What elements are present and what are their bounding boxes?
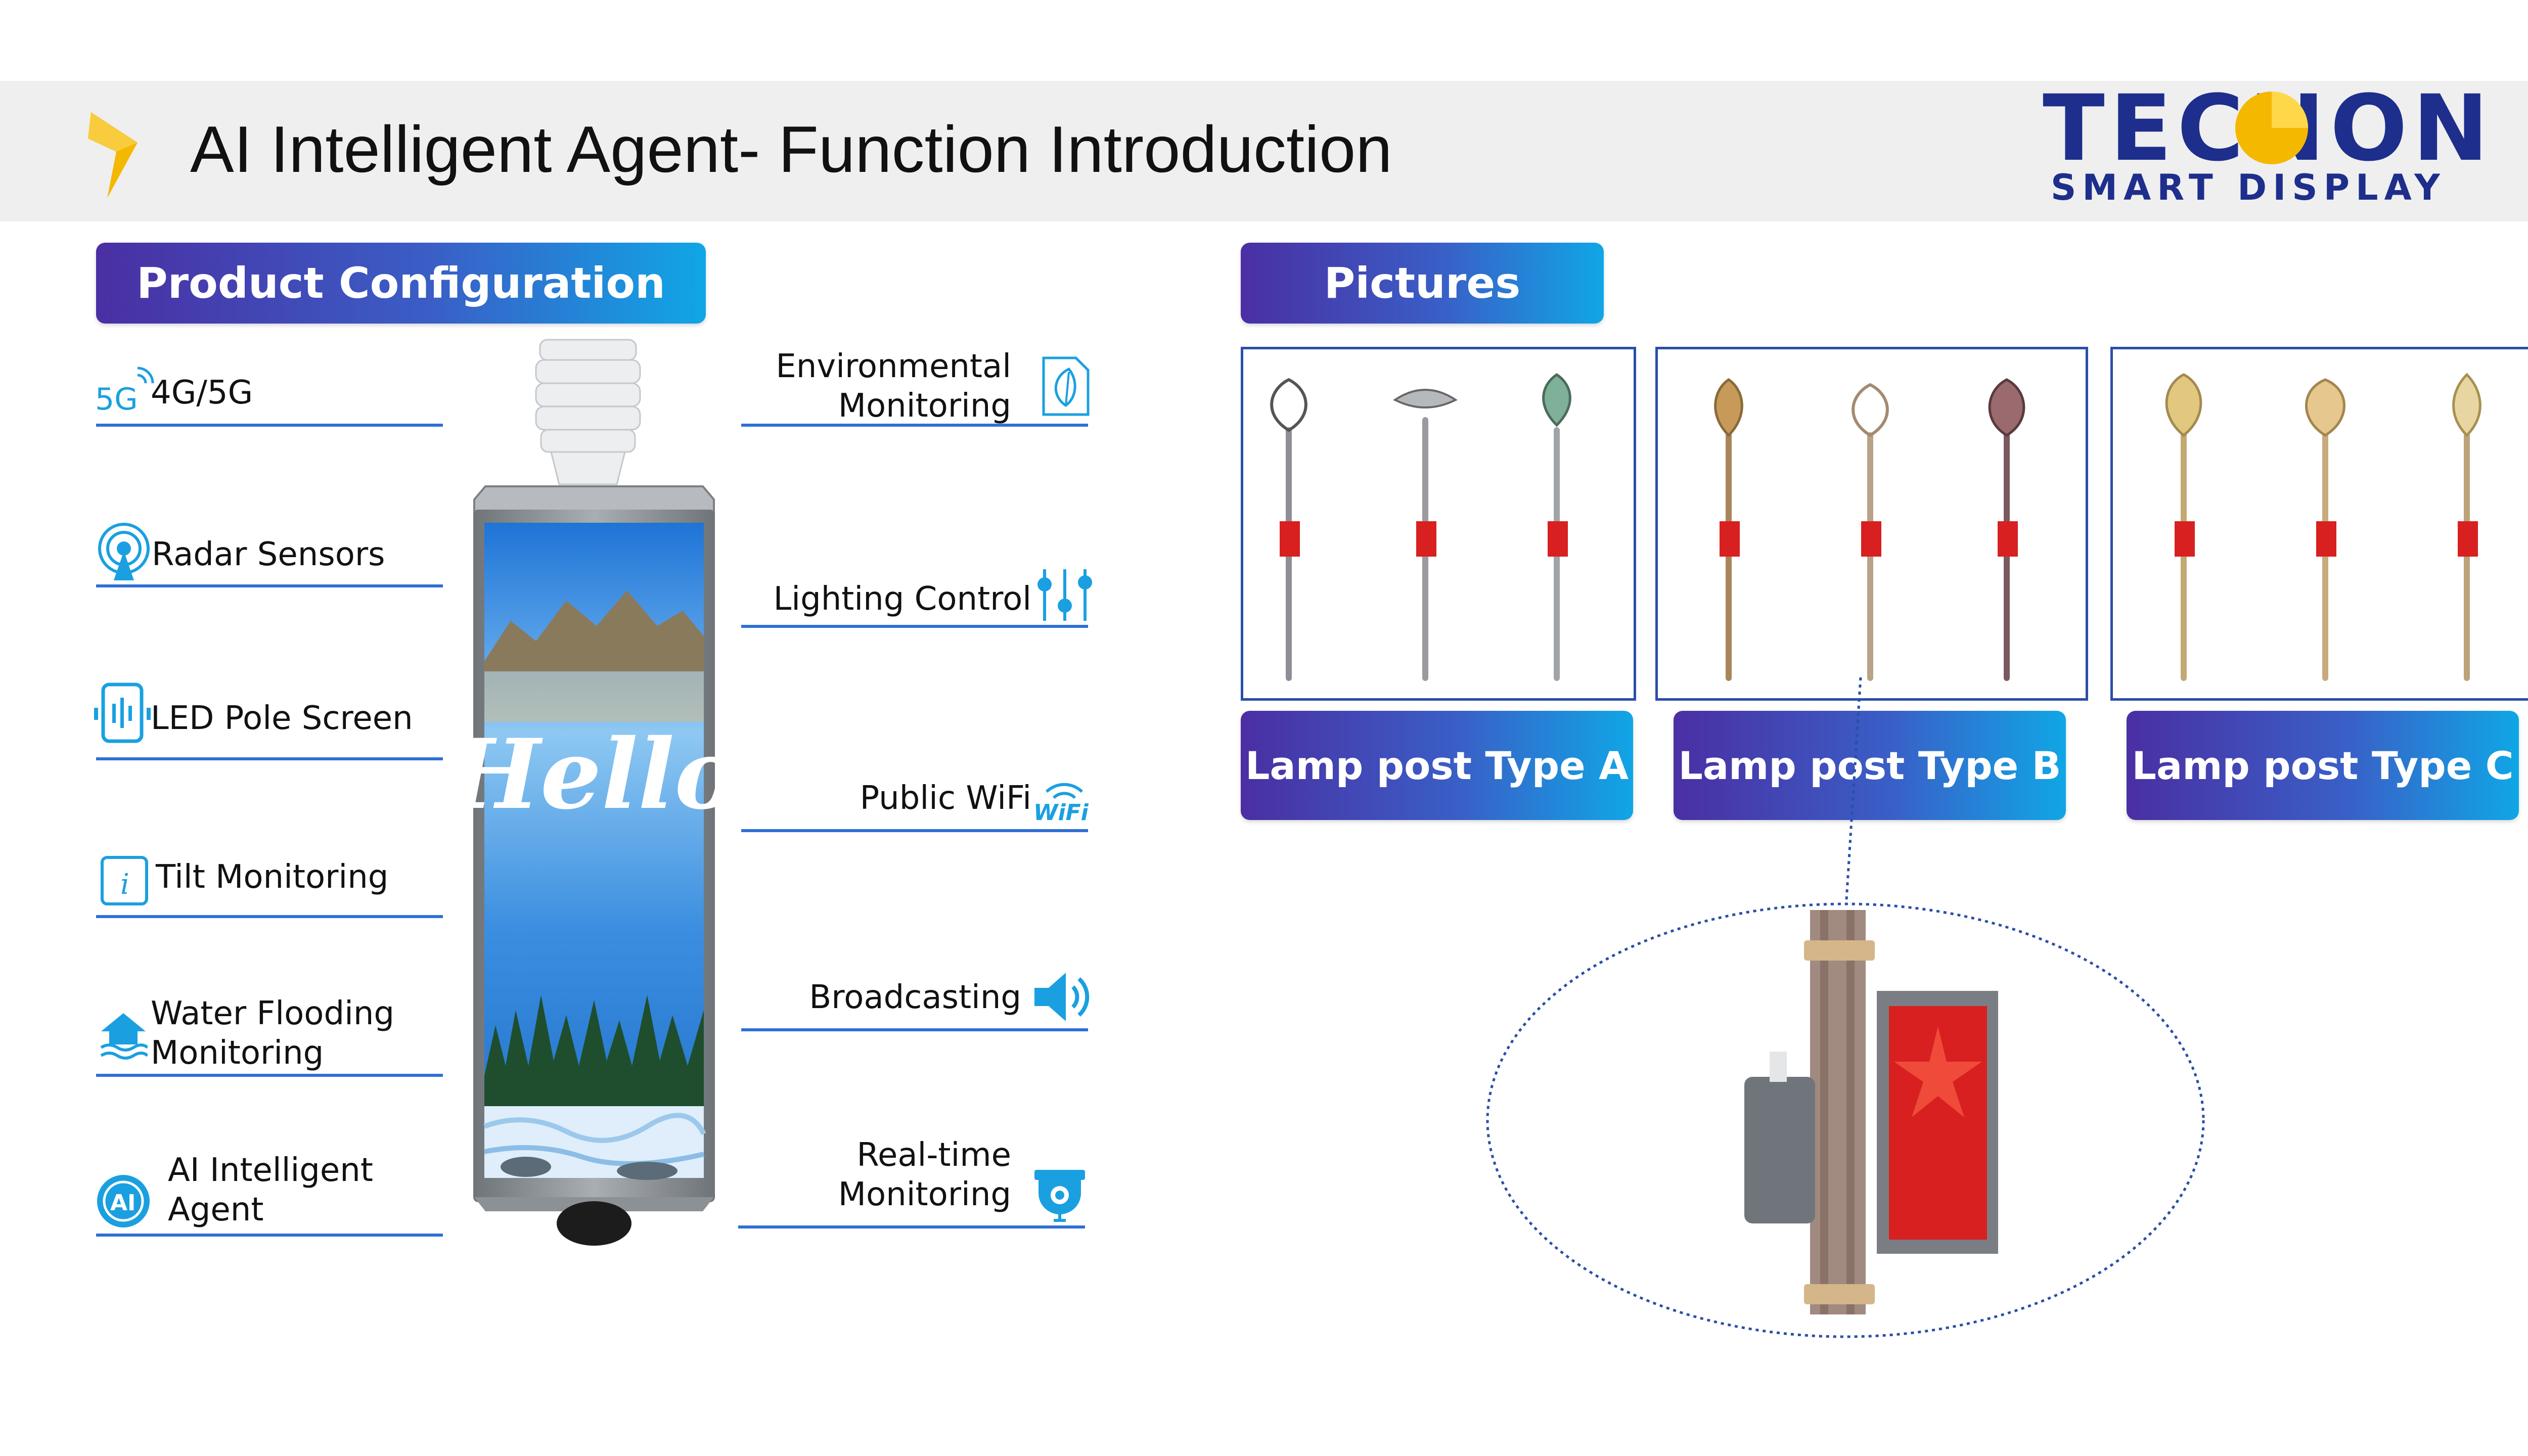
feature-label-ai-intelligent-agent: AI Intelligent Agent	[168, 1152, 373, 1229]
leaf-doc-icon	[1041, 355, 1091, 418]
lamp-post-type-b-image	[1655, 347, 2088, 701]
lamp-post-type-c-button[interactable]: Lamp post Type C	[2127, 711, 2519, 820]
pictures-heading: Pictures	[1241, 243, 1604, 324]
feature-label-real-time-monitoring: Real-time Monitoring	[838, 1136, 1011, 1214]
feature-underline	[96, 584, 443, 587]
info-icon: i	[100, 855, 149, 906]
lamp-post-type-a-image	[1241, 347, 1636, 701]
feature-label-tilt-monitoring: Tilt Monitoring	[156, 858, 389, 896]
lamp-post-type-c-image	[2110, 347, 2528, 701]
feature-underline	[96, 1074, 443, 1077]
feature-underline	[741, 1028, 1088, 1031]
feature-underline	[741, 829, 1088, 832]
feature-underline	[96, 1234, 443, 1237]
speaker-icon	[1031, 967, 1092, 1027]
sliders-icon	[1035, 567, 1095, 623]
feature-underline	[96, 757, 443, 760]
feature-label-radar-sensors: Radar Sensors	[152, 536, 385, 573]
camera-icon	[1031, 1168, 1088, 1223]
feature-underline	[741, 625, 1088, 628]
detail-callout	[1466, 677, 2225, 1357]
feature-label-led-pole-screen: LED Pole Screen	[151, 700, 413, 737]
feature-underline	[741, 424, 1088, 427]
brand-tagline: SMART DISPLAY	[2051, 167, 2446, 208]
feature-label-public-wifi: Public WiFi	[860, 780, 1031, 817]
ai-icon: AI	[95, 1173, 152, 1230]
slide-marker-icon	[87, 107, 143, 206]
ai-icon-text: AI	[110, 1190, 136, 1216]
brand-sun-icon	[2234, 90, 2310, 168]
5g-icon-text: 5G	[95, 382, 138, 415]
product-pole-screen-illustration: Hello	[447, 338, 739, 1250]
info-icon-text: i	[120, 868, 129, 901]
flood-icon	[99, 1011, 148, 1062]
feature-label-lighting-control: Lighting Control	[773, 580, 1031, 618]
feature-underline	[738, 1225, 1085, 1228]
feature-label-water-flooding-monitoring: Water Flooding Monitoring	[151, 995, 395, 1072]
led-screen-icon	[92, 682, 153, 743]
product-configuration-heading: Product Configuration	[96, 243, 706, 324]
page-title: AI Intelligent Agent- Function Introduct…	[190, 112, 1392, 186]
feature-label-4g-5g: 4G/5G	[151, 374, 253, 412]
lamp-post-type-b-button[interactable]: Lamp post Type B	[1674, 711, 2066, 820]
wifi-icon: WiFi	[1031, 772, 1092, 823]
feature-underline	[96, 915, 443, 918]
screen-hello-text: Hello	[465, 718, 723, 831]
radar-icon	[96, 521, 152, 581]
feature-label-environmental-monitoring: Environmental Monitoring	[776, 348, 1011, 425]
header-band	[0, 81, 2528, 221]
feature-label-broadcasting: Broadcasting	[809, 979, 1021, 1016]
5g-icon: 5G	[95, 364, 156, 415]
wifi-icon-text: WiFi	[1033, 800, 1089, 823]
lamp-post-type-a-button[interactable]: Lamp post Type A	[1241, 711, 1633, 820]
feature-underline	[96, 424, 443, 427]
